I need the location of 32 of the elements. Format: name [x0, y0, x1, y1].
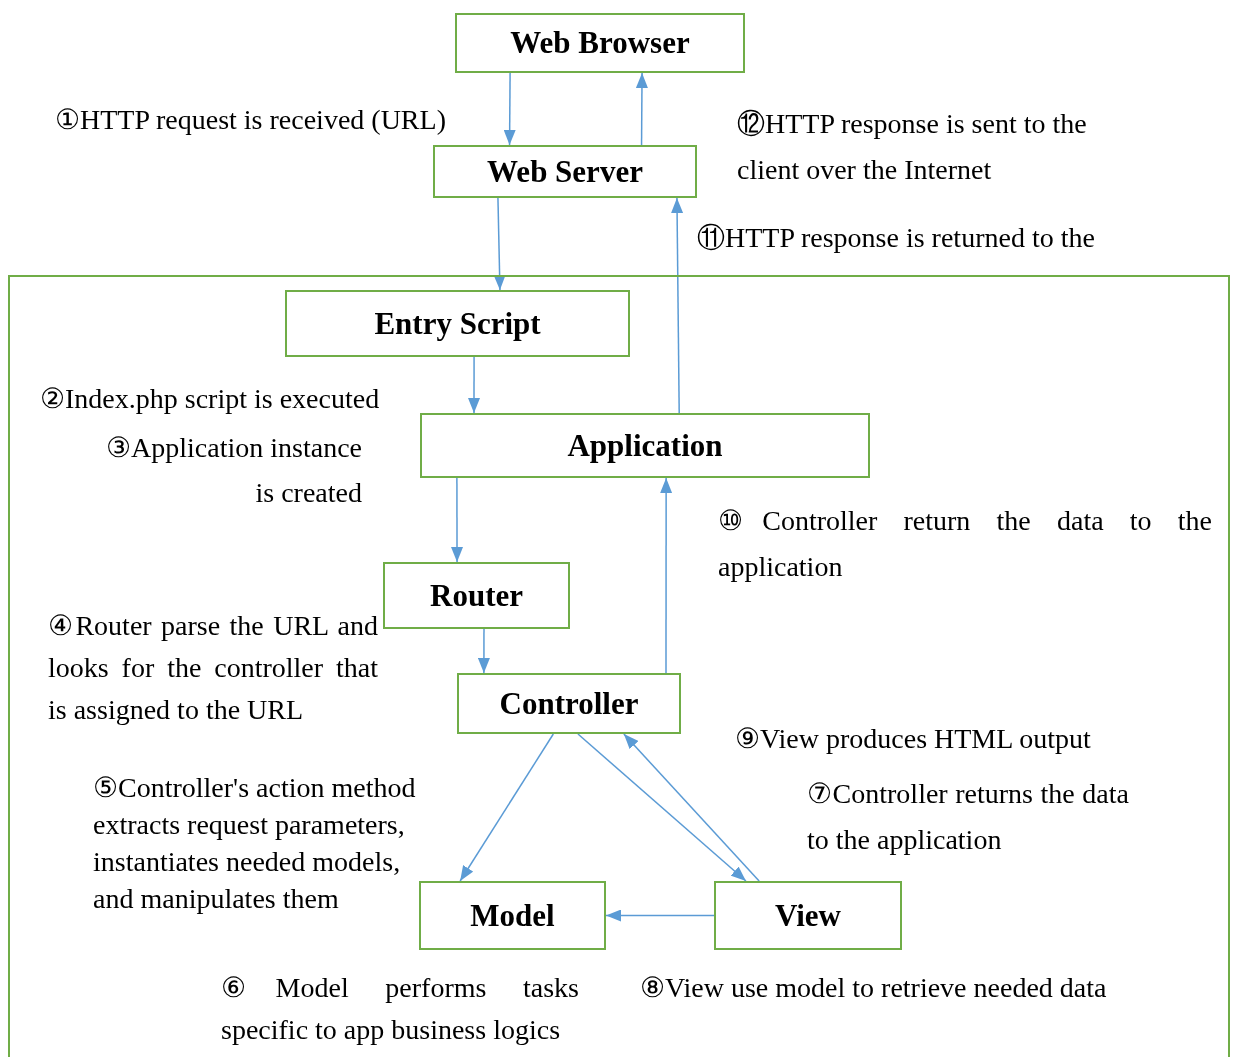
annotation-text: ⑥Model performs tasks specific to app business logics [221, 971, 579, 1047]
arrow [605, 909, 715, 922]
arrow [671, 197, 684, 414]
container-box [8, 275, 1230, 1057]
arrow [623, 733, 760, 882]
arrow [493, 197, 506, 291]
process-box: View [714, 881, 902, 950]
annotation-text: ⑨View produces HTML output [735, 722, 1092, 756]
annotation-text: ②Index.php script is executed [40, 382, 381, 416]
annotation-text: ⑫HTTP response is sent to the client over the Internet [737, 107, 1088, 187]
annotation-text: ③Application instance is created [105, 430, 362, 510]
process-box: Entry Script [285, 290, 630, 357]
arrow [503, 72, 516, 146]
annotation-text: ⑦Controller returns the data to the application [807, 777, 1129, 857]
annotation-text: ⑤Controller's action method extracts request parameters, instantiates needed models, and manipulates them [93, 770, 417, 916]
arrow [459, 733, 555, 882]
arrow [477, 628, 490, 674]
process-box: Web Server [433, 145, 697, 198]
process-box: Router [383, 562, 570, 629]
process-box: Model [419, 881, 606, 950]
arrow [577, 733, 747, 882]
annotation-text: ①HTTP request is received (URL) [55, 103, 447, 137]
arrow [660, 477, 673, 674]
arrow [468, 356, 480, 414]
annotation-text: ⑪HTTP response is returned to the [697, 221, 1096, 255]
process-box: Controller [457, 673, 681, 734]
arrow [451, 477, 463, 563]
process-box: Web Browser [455, 13, 745, 73]
annotation-text: ⑧View use model to retrieve needed data [640, 971, 1108, 1005]
arrow [635, 72, 648, 146]
process-box: Application [420, 413, 870, 478]
annotation-text: ④Router parse the URL and looks for the controller that is assigned to the URL [48, 609, 378, 727]
